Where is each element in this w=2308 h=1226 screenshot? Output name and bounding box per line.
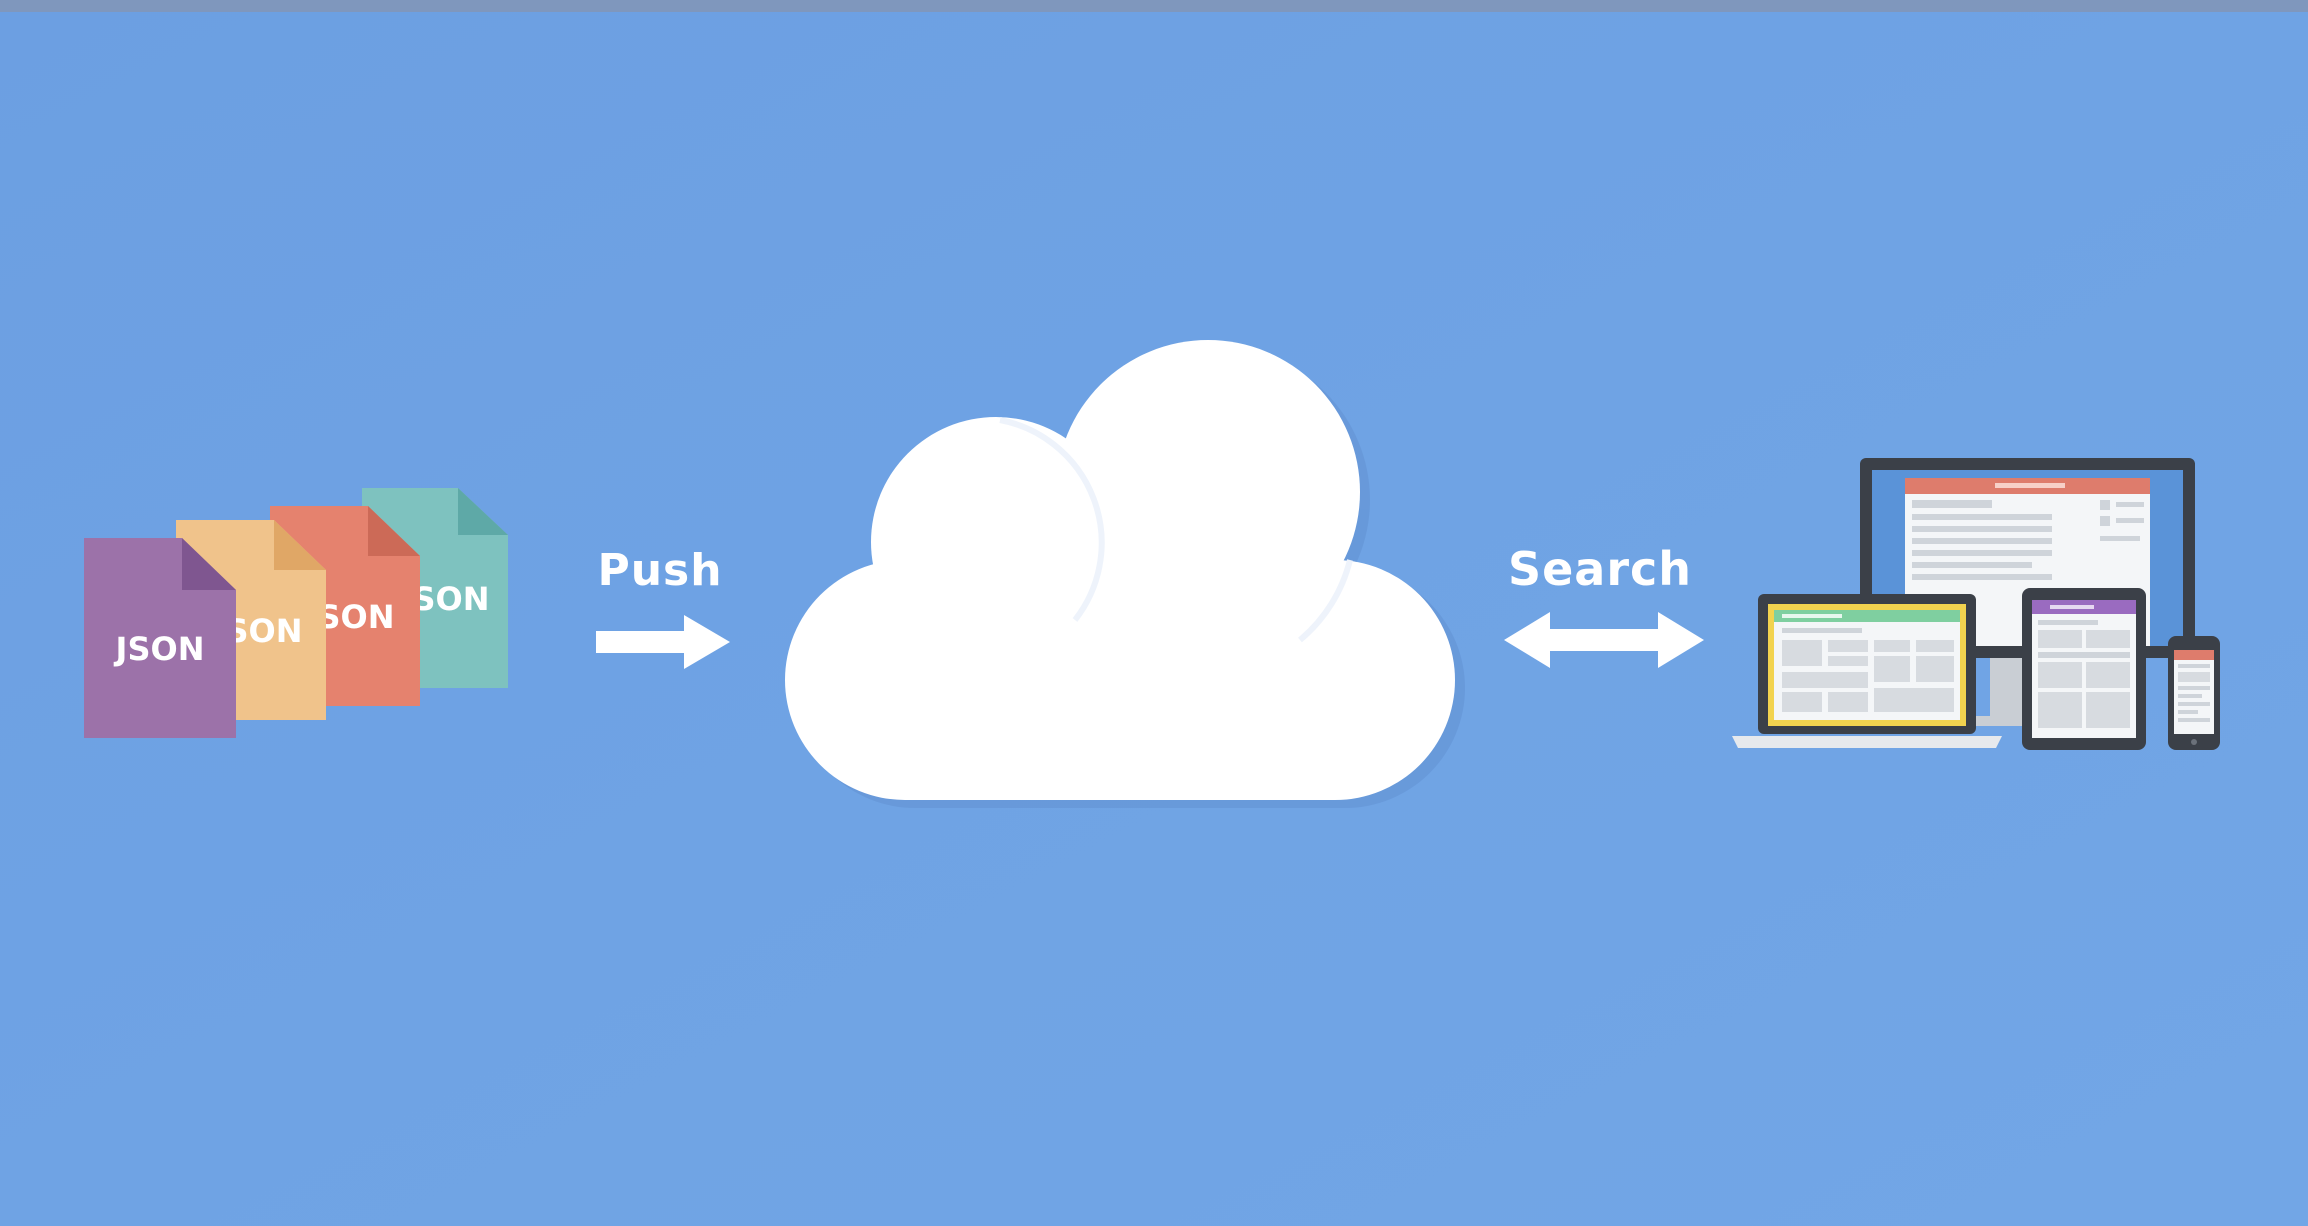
document-label: JSON	[114, 630, 205, 668]
json-documents-group: JSON JSON JSON JSON	[84, 488, 508, 738]
tablet-icon	[2022, 588, 2146, 750]
arrow-right-icon	[596, 615, 730, 669]
phone-icon	[2168, 636, 2220, 750]
json-file-icon: JSON	[84, 538, 236, 738]
search-label: Search	[1508, 542, 1692, 596]
devices-group	[1732, 458, 2220, 750]
arrow-left-right-icon	[1504, 612, 1704, 668]
push-label: Push	[597, 545, 722, 596]
cloud-icon	[785, 340, 1465, 808]
laptop-icon	[1732, 594, 2002, 748]
top-bar	[0, 0, 2308, 12]
